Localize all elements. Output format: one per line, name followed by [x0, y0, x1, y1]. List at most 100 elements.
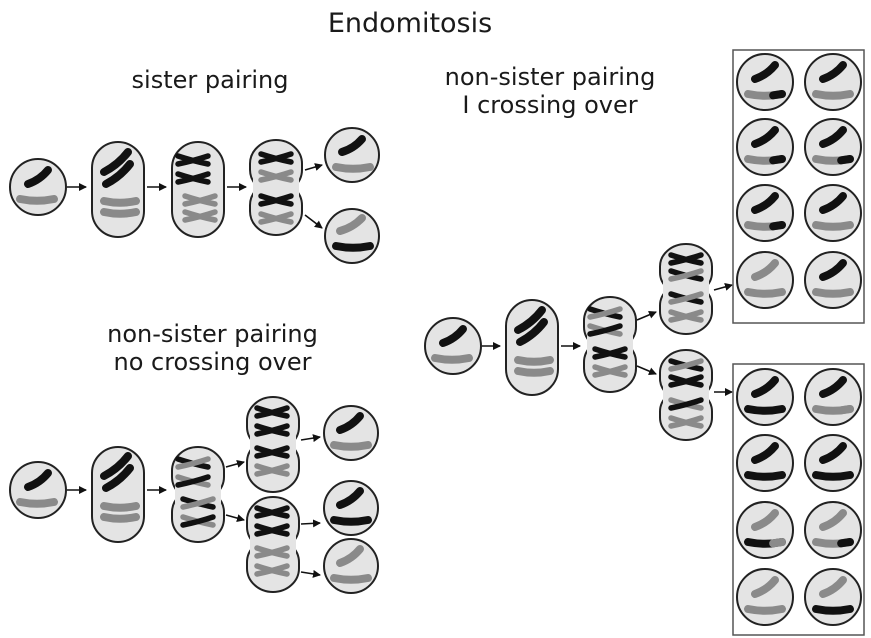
cell-icon	[736, 53, 794, 111]
panel-label-non-sister-crossing-over: non-sister pairing I crossing over	[430, 63, 670, 120]
chromosome-icon	[744, 90, 786, 100]
chromosome-icon	[819, 376, 847, 398]
chromosome-icon	[812, 221, 854, 231]
chromosome-icon	[751, 576, 779, 598]
arrow-icon	[636, 365, 657, 375]
cell-icon	[323, 538, 379, 594]
chromosome-icon	[100, 208, 140, 218]
bivalent-icon	[254, 463, 290, 477]
cell-icon	[323, 480, 379, 536]
chromosome-icon	[100, 502, 140, 512]
chromosome-icon	[514, 356, 554, 366]
cell-icon	[9, 461, 67, 519]
chromosome-icon	[24, 166, 52, 188]
bivalent-icon	[180, 514, 216, 528]
cell-icon	[736, 118, 794, 176]
cell-icon	[804, 118, 862, 176]
panel-label-sister-pairing: sister pairing	[131, 66, 289, 94]
chromosome-icon	[751, 509, 779, 531]
bivalent-icon	[592, 364, 628, 378]
arrow-icon	[225, 514, 245, 522]
cell-icon	[804, 184, 862, 242]
bivalent-icon	[258, 169, 294, 183]
arrow-icon	[713, 283, 733, 291]
chromosome-icon	[330, 516, 372, 526]
chromosome-icon	[819, 61, 847, 83]
bivalent-icon	[592, 346, 628, 360]
bivalent-icon	[587, 323, 623, 337]
bivalent-icon	[182, 209, 218, 223]
arrow-icon	[300, 434, 321, 443]
bivalent-icon	[668, 309, 704, 323]
cell-icon	[91, 141, 145, 238]
chromosome-icon	[812, 155, 854, 165]
arrow-icon	[300, 569, 321, 578]
chromosome-icon	[100, 197, 140, 207]
chromosome-icon	[812, 605, 854, 615]
chromosome-icon	[24, 469, 52, 491]
chromosome-icon	[332, 242, 374, 252]
cell-icon	[736, 434, 794, 492]
chromosome-icon	[431, 354, 473, 364]
cell-icon	[9, 158, 67, 216]
chromosome-icon	[332, 163, 374, 173]
chromosome-icon	[744, 405, 786, 415]
cell-icon	[324, 127, 380, 183]
chromosome-icon	[812, 288, 854, 298]
bivalent-icon	[254, 505, 290, 519]
chromosome-icon	[812, 90, 854, 100]
chromosome-icon	[812, 538, 854, 548]
bivalent-icon	[175, 153, 211, 167]
cell-icon	[804, 501, 862, 559]
bivalent-icon	[180, 496, 216, 510]
chromosome-icon	[102, 160, 134, 188]
chromosome-icon	[100, 148, 132, 176]
chromosome-icon	[744, 288, 786, 298]
chromosome-icon	[336, 412, 364, 434]
chromosome-icon	[819, 192, 847, 214]
cell-icon	[804, 53, 862, 111]
chromosome-icon	[751, 442, 779, 464]
chromosome-icon	[819, 126, 847, 148]
diagram-title: Endomitosis	[327, 8, 493, 39]
chromosome-icon	[819, 259, 847, 281]
chromosome-icon	[330, 574, 372, 584]
cell-icon	[736, 251, 794, 309]
chromosome-icon	[751, 376, 779, 398]
chromosome-icon	[744, 221, 786, 231]
cell-icon	[804, 251, 862, 309]
bivalent-icon	[258, 211, 294, 225]
chromosome-icon	[100, 452, 132, 480]
bivalent-icon	[254, 563, 290, 577]
arrow-icon	[300, 519, 321, 528]
panel-label-line: non-sister pairing	[107, 320, 318, 348]
chromosome-icon	[744, 155, 786, 165]
arrow-icon	[225, 460, 245, 468]
bivalent-icon	[254, 405, 290, 419]
bivalent-icon	[668, 358, 704, 372]
panel-label-line: non-sister pairing	[444, 63, 656, 91]
chromosome-icon	[336, 545, 364, 567]
bivalent-icon	[668, 374, 704, 388]
chromosome-icon	[16, 498, 58, 508]
bivalent-icon	[668, 397, 704, 411]
chromosome-icon	[819, 442, 847, 464]
arrow-icon	[304, 214, 323, 229]
chromosome-icon	[100, 513, 140, 523]
bivalent-icon	[668, 268, 704, 282]
cell-icon	[736, 568, 794, 626]
chromosome-icon	[812, 405, 854, 415]
bivalent-icon	[254, 423, 290, 437]
chromosome-icon	[819, 509, 847, 531]
chromosome-icon	[751, 192, 779, 214]
bivalent-icon	[254, 445, 290, 459]
chromosome-icon	[744, 471, 786, 481]
chromosome-icon	[102, 464, 134, 492]
chromosome-icon	[16, 195, 58, 205]
panel-label-line: I crossing over	[462, 91, 638, 120]
bivalent-icon	[258, 193, 294, 207]
cell-icon	[424, 317, 482, 375]
chromosome-icon	[330, 441, 372, 451]
bivalent-icon	[254, 545, 290, 559]
bivalent-icon	[587, 306, 623, 320]
